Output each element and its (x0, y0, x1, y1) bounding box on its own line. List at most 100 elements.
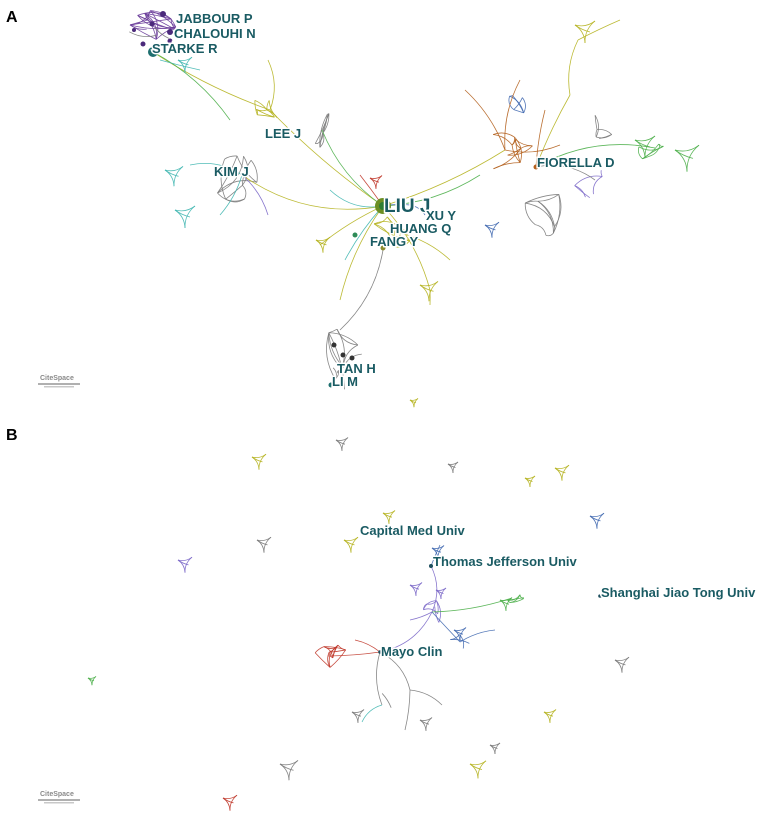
network-edge (382, 174, 481, 207)
network-edge (574, 185, 590, 198)
network-edge (589, 515, 601, 522)
network-edge (554, 467, 566, 474)
network-edge (144, 13, 179, 32)
node-starke-r (148, 47, 158, 57)
citespace-logo-base-a (38, 383, 80, 385)
network-edge (319, 133, 325, 148)
label-tan-h: TAN H (337, 361, 376, 376)
network-edge (242, 156, 249, 186)
network-edge (339, 205, 384, 301)
network-edge (342, 344, 359, 368)
network-edge (423, 603, 427, 610)
network-edge (509, 598, 524, 603)
network-edge (254, 100, 258, 115)
label-huang-q: HUANG Q (390, 221, 451, 236)
label-shanghai-jiao-tong-univ: Shanghai Jiao Tong Univ (601, 585, 756, 600)
citespace-logo-b: CiteSpace (38, 791, 80, 804)
network-edge (648, 144, 661, 157)
network-edge (335, 439, 346, 445)
label-thomas-jefferson-univ: Thomas Jefferson Univ (433, 554, 578, 569)
network-edge (242, 159, 252, 186)
network-edge (241, 174, 384, 210)
network-edge (220, 159, 227, 200)
network-edge (381, 693, 392, 708)
network-edge (515, 139, 533, 147)
network-edge (513, 97, 523, 110)
network-edge (152, 51, 231, 121)
network-edge (376, 651, 383, 706)
label-kim-j: KIM J (214, 164, 249, 179)
network-edge (314, 652, 331, 668)
citespace-logo-base2-b (44, 802, 74, 804)
network-edge (329, 189, 384, 208)
network-edge (87, 677, 95, 682)
network-edge (144, 13, 158, 40)
panel-a-edges (129, 10, 700, 408)
network-edge (242, 185, 247, 200)
network-edge (174, 209, 186, 229)
network-edge (394, 231, 451, 261)
network-edge (266, 100, 270, 110)
network-edge (392, 234, 401, 247)
network-edge (164, 169, 179, 177)
network-edge (219, 174, 243, 216)
network-edge (409, 689, 443, 706)
network-edge (674, 149, 694, 159)
node-gray-c (337, 369, 343, 375)
network-edge (404, 689, 411, 731)
network-edge (419, 284, 434, 292)
network-edge (447, 463, 456, 468)
network-edge (674, 149, 688, 172)
citespace-logo-text-b: CiteSpace (40, 791, 74, 798)
network-edge (568, 39, 579, 96)
network-edge (319, 114, 328, 148)
network-edge (638, 146, 643, 160)
network-edge (177, 59, 189, 66)
label-li-m: LI M (332, 374, 358, 389)
network-edge (600, 170, 603, 177)
network-edge (137, 15, 179, 32)
node-fiorella-d (533, 164, 539, 170)
network-edge (328, 332, 344, 368)
network-edge (434, 606, 440, 623)
network-edge (129, 24, 157, 40)
network-edge (545, 232, 554, 237)
network-edge (535, 165, 596, 181)
network-edge (379, 651, 411, 691)
panel-b-nodes (378, 564, 602, 654)
network-edge (537, 194, 560, 202)
network-edge (436, 600, 439, 614)
network-edge (332, 367, 337, 380)
network-edge (154, 27, 170, 39)
network-edge (279, 763, 294, 771)
network-edge (594, 115, 599, 138)
network-edge (379, 611, 433, 653)
network-edge (535, 94, 571, 168)
network-edge (597, 128, 612, 135)
network-edge (144, 13, 172, 20)
network-edge (269, 109, 384, 207)
network-edge (520, 145, 533, 149)
network-edge (537, 200, 554, 234)
network-edge (382, 149, 506, 207)
network-edge (222, 797, 234, 804)
node-fang-y (380, 245, 386, 251)
network-edge (459, 629, 496, 643)
panel-b-institution-network: B Capital Med Univ Thomas Jefferson Univ… (6, 427, 758, 811)
network-edge (431, 611, 461, 643)
network-edge (150, 10, 177, 28)
network-edge (314, 646, 325, 653)
network-edge (174, 209, 191, 218)
network-edge (537, 200, 555, 227)
network-edge (217, 156, 244, 194)
network-edge (614, 659, 626, 666)
network-edge (327, 651, 381, 657)
citespace-logo-base-b (38, 799, 80, 801)
node-purple-c (167, 38, 173, 44)
network-edge (423, 600, 437, 610)
network-edge (224, 155, 238, 160)
network-edge (493, 162, 521, 170)
network-edge (147, 19, 157, 40)
panel-b-labels: Capital Med Univ Thomas Jefferson Univ S… (359, 522, 758, 661)
node-purple-b (149, 21, 155, 27)
